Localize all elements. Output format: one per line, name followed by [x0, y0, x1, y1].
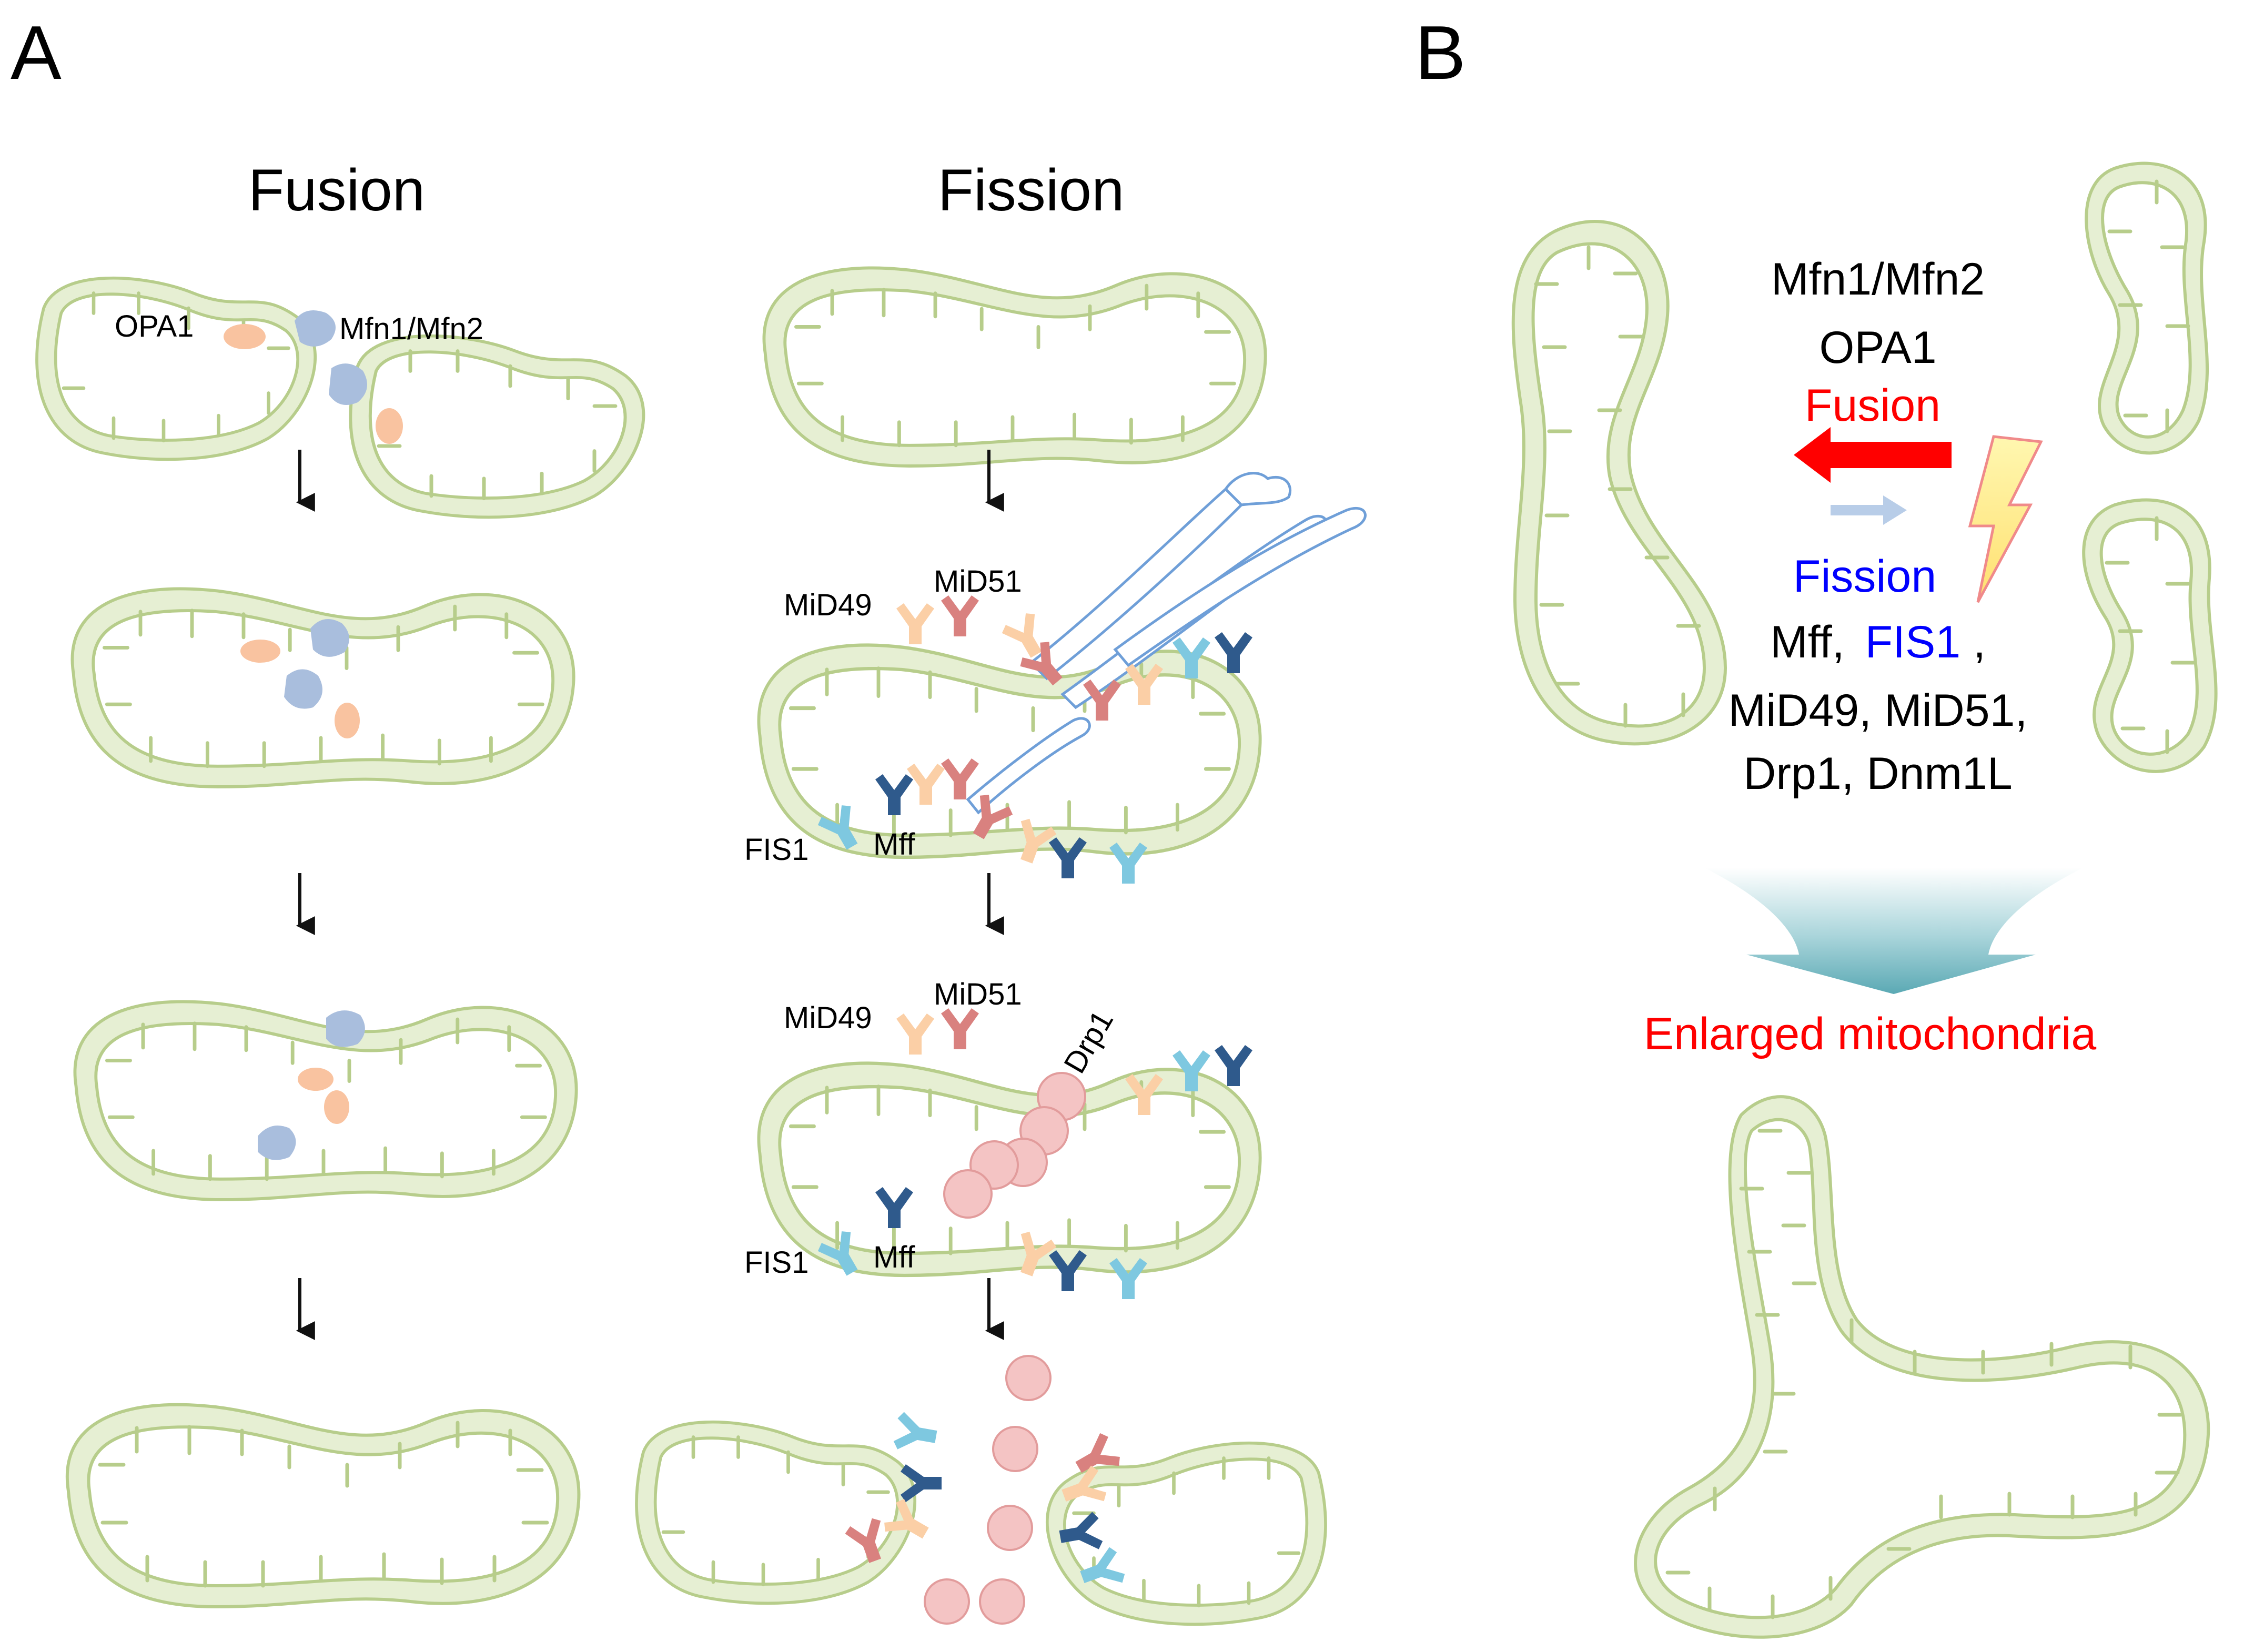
fission-word: Fission	[1793, 551, 1936, 602]
mid51-label: MiD51	[934, 977, 1022, 1011]
fission-title: Fission	[938, 157, 1125, 223]
opa1-protein	[376, 408, 403, 444]
fission-protein-fis1: FIS1	[1865, 617, 1961, 667]
lightning-bolt-icon	[1968, 435, 2043, 603]
panel-b-enlarged-mito	[1634, 1095, 2210, 1639]
fis1-label: FIS1	[744, 833, 809, 867]
opa1-label: OPA1	[115, 309, 194, 343]
fusion-step2-mito	[72, 589, 573, 787]
fission-step1-mito	[764, 268, 1265, 466]
panel-a-letter: A	[11, 10, 62, 95]
fission-arrow	[1831, 495, 1907, 525]
mfn-protein	[284, 669, 322, 709]
endoplasmic-reticulum	[966, 472, 1367, 815]
mfn-protein	[310, 619, 349, 657]
mid49-label: MiD49	[784, 588, 872, 622]
mid51-receptor	[941, 1008, 979, 1049]
fusion-step1-mito-left	[37, 278, 315, 460]
fission-proteins-line3: Drp1, Dnm1L	[1743, 748, 2012, 799]
fusion-title: Fusion	[248, 157, 425, 223]
panel-b-letter: B	[1415, 10, 1466, 95]
mfn-label: Mfn1/Mfn2	[339, 312, 483, 346]
fission-proteins-line2: MiD49, MiD51,	[1729, 685, 2028, 736]
fission-protein-mff: Mff,	[1770, 617, 1845, 667]
drp1-ring	[943, 1072, 1086, 1219]
mff-label: Mff	[873, 827, 915, 862]
funnel-arrow	[1704, 868, 2083, 994]
mff-label: Mff	[873, 1240, 915, 1274]
mfn-protein	[329, 363, 367, 405]
panel-b-small-mito-top	[2085, 161, 2209, 455]
fission-comma: ,	[1973, 617, 1986, 667]
opa1-protein	[298, 1068, 333, 1091]
opa1-protein	[324, 1090, 349, 1124]
opa1-protein	[240, 640, 280, 663]
enlarged-mitochondria-label: Enlarged mitochondria	[1644, 1009, 2097, 1059]
fusion-word: Fusion	[1805, 380, 1940, 431]
fusion-step4-mito	[67, 1405, 579, 1607]
fission-proteins-line1: Mff, FIS1 ,	[1770, 617, 1986, 667]
opa1-protein	[224, 324, 266, 349]
panel-b-elongated-mito	[1511, 220, 1727, 746]
panel-b-small-mito-bottom	[2082, 498, 2218, 773]
opa1-protein	[335, 703, 360, 738]
mfn-protein	[326, 1010, 365, 1047]
drp1-label: Drp1	[1057, 1005, 1120, 1079]
mid49-label: MiD49	[784, 1001, 872, 1035]
fusion-arrow	[1794, 427, 1952, 483]
fusion-protein-mfn: Mfn1/Mfn2	[1771, 254, 1985, 305]
mfn-protein	[258, 1126, 296, 1160]
mfn-protein	[295, 310, 336, 347]
fission-step4-mito-left	[636, 1422, 915, 1604]
fusion-protein-opa1: OPA1	[1819, 322, 1936, 373]
mid51-label: MiD51	[934, 564, 1022, 599]
drp1-free	[924, 1355, 1052, 1625]
fis1-label: FIS1	[744, 1245, 809, 1280]
